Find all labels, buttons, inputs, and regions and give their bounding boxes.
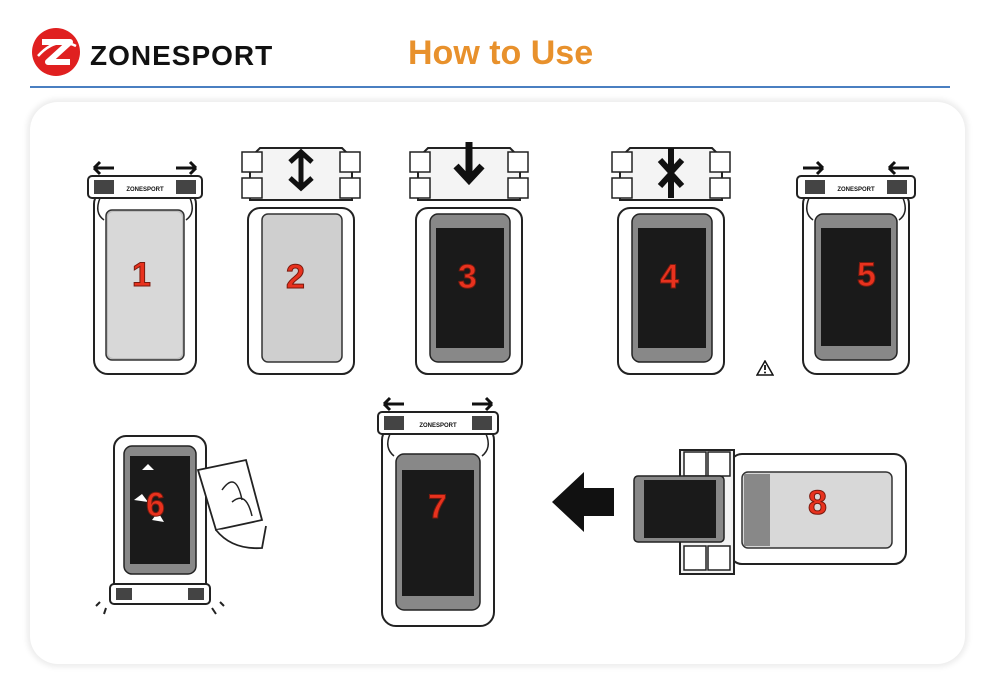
step-number: 5 (857, 256, 877, 295)
zonesport-logo-icon (32, 28, 80, 76)
pouch-brand: ZONESPORT (126, 187, 164, 193)
step-number: 6 (146, 486, 166, 525)
page-title: How to Use (408, 34, 594, 72)
left-arrow-icon (552, 472, 614, 532)
pouch-brand: ZONESPORT (837, 187, 875, 193)
step-number: 2 (286, 258, 306, 297)
step-1: ZONESPORT 1 (80, 158, 210, 378)
step-8: 8 (630, 446, 910, 576)
step-3: 3 (408, 138, 533, 378)
step-5: ZONESPORT 5 (793, 158, 923, 378)
step-6: 6 (92, 430, 272, 626)
header-divider (30, 86, 950, 88)
step-number: 4 (660, 258, 680, 297)
step-4: 4 (610, 138, 735, 378)
step-number: 3 (458, 258, 478, 297)
brand-name: ZONESPORT (90, 40, 274, 71)
step-7: ZONESPORT 7 (372, 396, 504, 632)
warning-triangle-icon (756, 360, 774, 376)
page-header: ZONESPORT How to Use (0, 0, 1000, 95)
pouch-brand: ZONESPORT (419, 423, 457, 429)
step-number: 7 (428, 488, 448, 527)
step-number: 8 (808, 484, 828, 523)
step-2: 2 (240, 138, 365, 378)
step-number: 1 (132, 256, 152, 295)
